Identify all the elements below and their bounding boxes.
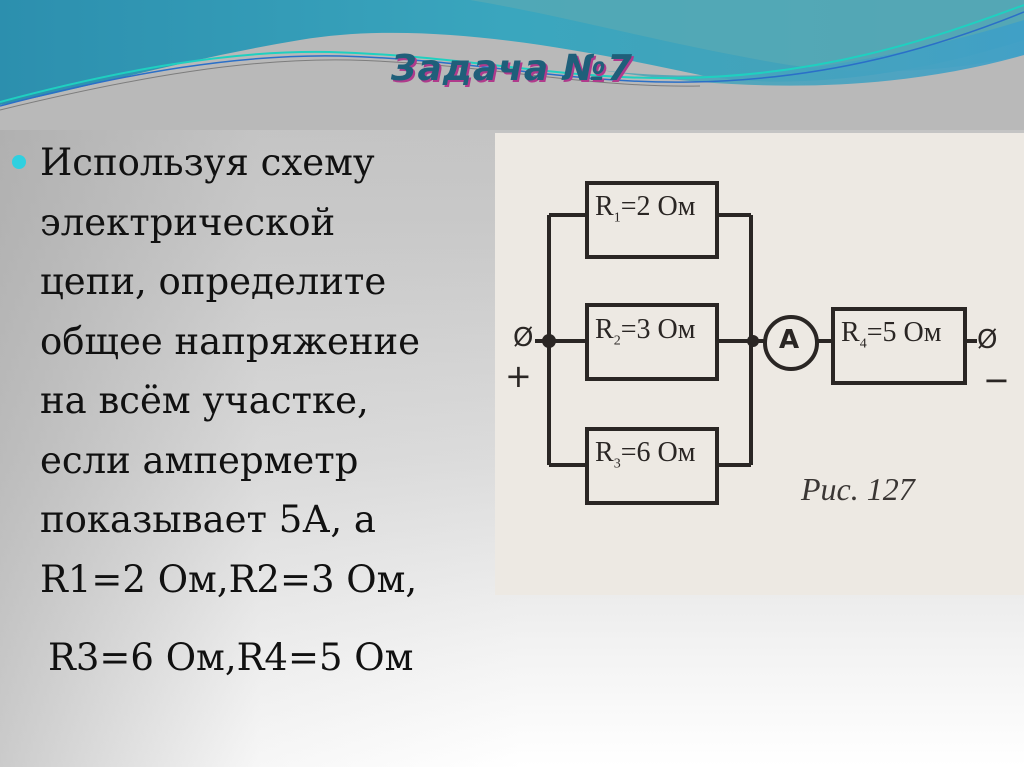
header-waves — [0, 0, 1024, 130]
resistor-r3-label: R3=6 Ом — [595, 437, 696, 472]
bullet-icon — [12, 155, 26, 169]
resistor-r1-label: R1=2 Ом — [595, 191, 696, 226]
figure-caption: Рис. 127 — [801, 471, 915, 507]
slide-title: Задача №7 — [390, 48, 634, 89]
problem-line: Используя схему — [40, 141, 375, 184]
problem-last-line: R3=6 Ом,R4=5 Ом — [48, 636, 414, 679]
problem-line: цепи, определите — [40, 260, 387, 303]
circuit-diagram — [535, 181, 977, 505]
problem-line: на всём участке, — [40, 379, 369, 422]
ammeter-label: A — [779, 325, 800, 355]
problem-line: R1=2 Ом,R2=3 Ом, — [40, 557, 418, 601]
minus-sign: − — [983, 361, 1010, 399]
plus-sign: + — [505, 357, 532, 395]
terminal-right-icon: Ø — [977, 325, 998, 355]
resistor-r4-label: R4=5 Ом — [841, 317, 942, 352]
background-fade — [0, 120, 520, 767]
problem-text: Используя схему электрической цепи, опре… — [40, 133, 500, 609]
resistor-r2-label: R2=3 Ом — [595, 314, 696, 349]
problem-line: показывает 5А, а — [40, 498, 376, 541]
terminal-left-icon: Ø — [513, 323, 534, 353]
problem-line: общее напряжение — [40, 319, 421, 363]
circuit-figure: R1=2 Ом R2=3 Ом R3=6 Ом R4=5 Ом A Ø Ø + … — [495, 133, 1024, 595]
problem-line: если амперметр — [40, 438, 359, 482]
problem-line: электрической — [40, 200, 336, 244]
